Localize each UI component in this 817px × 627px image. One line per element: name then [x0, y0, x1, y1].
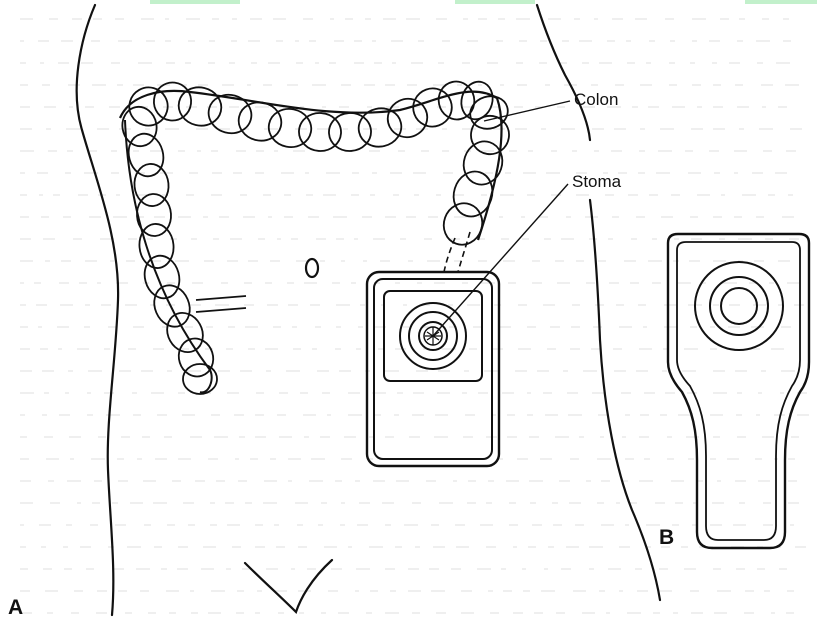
- colon-segment: [435, 78, 478, 123]
- colon-segment: [408, 83, 457, 132]
- colon-segment: [138, 222, 176, 269]
- stoma-label: Stoma: [572, 172, 621, 192]
- colon-segment: [148, 280, 196, 332]
- colon-segment: [152, 80, 193, 122]
- stoma-pouch-b: [668, 234, 809, 548]
- colon-segment: [265, 105, 314, 151]
- colon-segment: [132, 162, 170, 207]
- umbilicus: [306, 259, 318, 277]
- stoma-appliance-a: [367, 272, 499, 466]
- top-edge-tint: [150, 0, 817, 4]
- colon-leader-line: [484, 101, 570, 121]
- colon-segment: [448, 167, 498, 222]
- colon-descending-wall: [125, 120, 212, 392]
- colon-segment: [438, 198, 488, 250]
- groin-line: [245, 560, 332, 612]
- panel-label-b: B: [659, 526, 674, 550]
- colon-segment: [122, 81, 174, 133]
- colon-segment: [140, 252, 184, 302]
- panel-label-a: A: [8, 596, 23, 620]
- small-bowel-stub: [196, 296, 246, 312]
- colon-label: Colon: [574, 90, 618, 110]
- colon: [119, 78, 512, 394]
- colon-segment: [381, 92, 433, 143]
